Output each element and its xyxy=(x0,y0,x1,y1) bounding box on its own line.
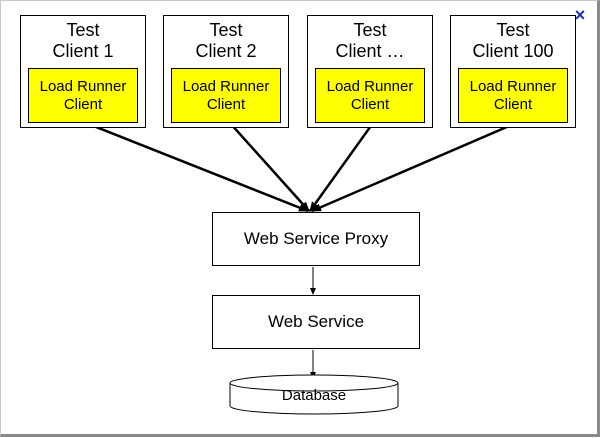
web-service-proxy-box: Web Service Proxy xyxy=(212,212,420,266)
client-title: Test Client 100 xyxy=(472,20,554,61)
database-label: Database xyxy=(281,387,347,404)
load-runner-client-box: Load Runner Client xyxy=(315,68,425,123)
arrow-client-3-to-proxy xyxy=(308,122,375,212)
client-title: Test Client … xyxy=(335,20,405,61)
client-title: Test Client 1 xyxy=(52,20,114,61)
arrow-client-100-to-proxy xyxy=(311,121,517,213)
close-icon[interactable]: × xyxy=(574,5,586,25)
web-service-box: Web Service xyxy=(212,295,420,349)
load-runner-client-box: Load Runner Client xyxy=(28,68,138,123)
load-runner-client-box: Load Runner Client xyxy=(171,68,281,123)
test-client-1: Test Client 1 Load Runner Client xyxy=(20,15,146,128)
database-cylinder xyxy=(229,374,399,415)
arrow-client-2-to-proxy xyxy=(229,122,310,212)
load-runner-client-box: Load Runner Client xyxy=(458,68,568,123)
test-client-100: Test Client 100 Load Runner Client xyxy=(450,15,576,128)
test-client-2: Test Client 2 Load Runner Client xyxy=(163,15,289,128)
arrow-client-1-to-proxy xyxy=(85,121,309,213)
client-title: Test Client 2 xyxy=(195,20,257,61)
test-client-ellipsis: Test Client … Load Runner Client xyxy=(307,15,433,128)
